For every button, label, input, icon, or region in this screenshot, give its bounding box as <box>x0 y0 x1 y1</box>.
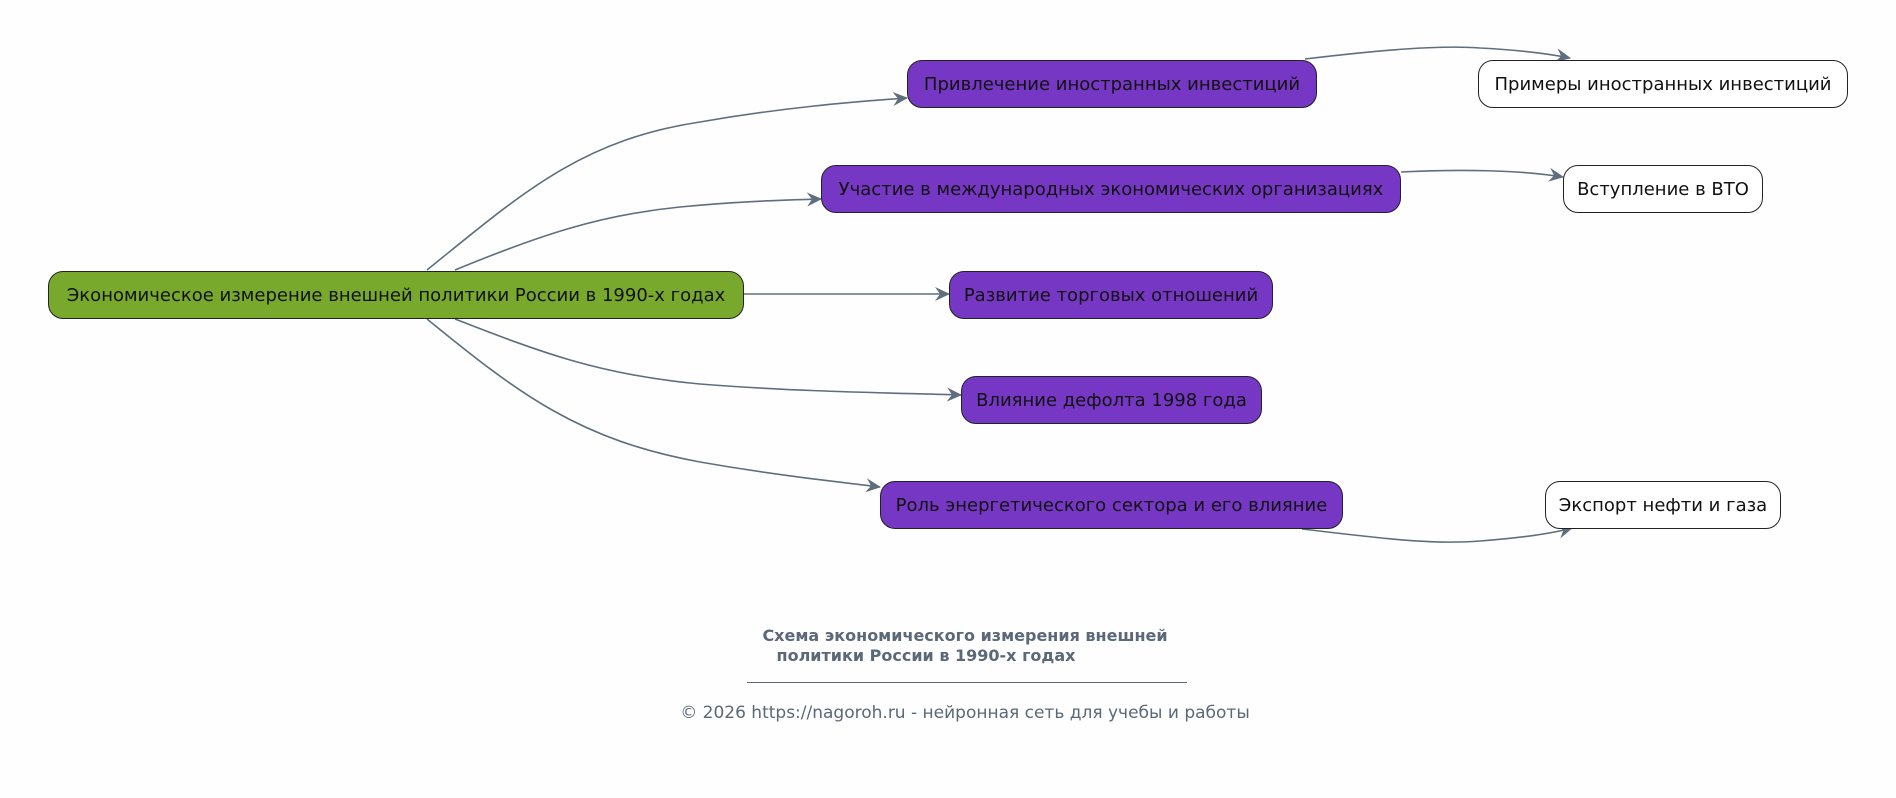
topic-node-default-1998[interactable]: Влияние дефолта 1998 года <box>961 376 1262 424</box>
edge-t5-to-l3 <box>1301 524 1573 543</box>
root-node[interactable]: Экономическое измерение внешней политики… <box>48 271 744 319</box>
topic-node-label: Развитие торговых отношений <box>963 284 1259 306</box>
topic-node-label: Роль энергетического сектора и его влиян… <box>895 494 1328 516</box>
leaf-node-label: Экспорт нефти и газа <box>1558 494 1768 516</box>
topic-node-trade-relations[interactable]: Развитие торговых отношений <box>949 271 1273 319</box>
topic-node-international-organizations[interactable]: Участие в международных экономических ор… <box>821 165 1401 213</box>
edge-t2-to-l2 <box>1400 167 1564 182</box>
root-node-label: Экономическое измерение внешней политики… <box>66 284 726 306</box>
topic-node-foreign-investment[interactable]: Привлечение иностранных инвестиций <box>907 60 1317 108</box>
edge-root-to-t2 <box>454 192 822 271</box>
topic-node-energy-sector[interactable]: Роль энергетического сектора и его влиян… <box>880 481 1343 529</box>
caption-line-1: Схема экономического измерения внешней <box>762 626 1168 645</box>
edge-root-to-t5 <box>426 318 881 493</box>
topic-node-label: Участие в международных экономических ор… <box>838 178 1384 200</box>
edge-t1-to-l1 <box>1304 46 1571 63</box>
topic-node-label: Влияние дефолта 1998 года <box>976 389 1247 411</box>
copyright-notice: © 2026 https://nagoroh.ru - нейронная се… <box>680 703 1250 723</box>
edge-root-to-t4 <box>454 318 962 402</box>
edge-root-to-t1 <box>426 91 908 271</box>
leaf-node-label: Вступление в ВТО <box>1577 178 1749 200</box>
topic-node-label: Привлечение иностранных инвестиций <box>923 73 1301 95</box>
caption-divider <box>747 682 1187 683</box>
leaf-node-label: Примеры иностранных инвестиций <box>1494 73 1832 95</box>
leaf-node-wto-accession[interactable]: Вступление в ВТО <box>1563 165 1763 213</box>
caption-line-2: политики России в 1990-х годах <box>776 646 1076 665</box>
leaf-node-oil-gas-export[interactable]: Экспорт нефти и газа <box>1545 481 1781 529</box>
diagram-caption: Схема экономического измерения внешней п… <box>700 626 1230 666</box>
leaf-node-investment-examples[interactable]: Примеры иностранных инвестиций <box>1478 60 1848 108</box>
